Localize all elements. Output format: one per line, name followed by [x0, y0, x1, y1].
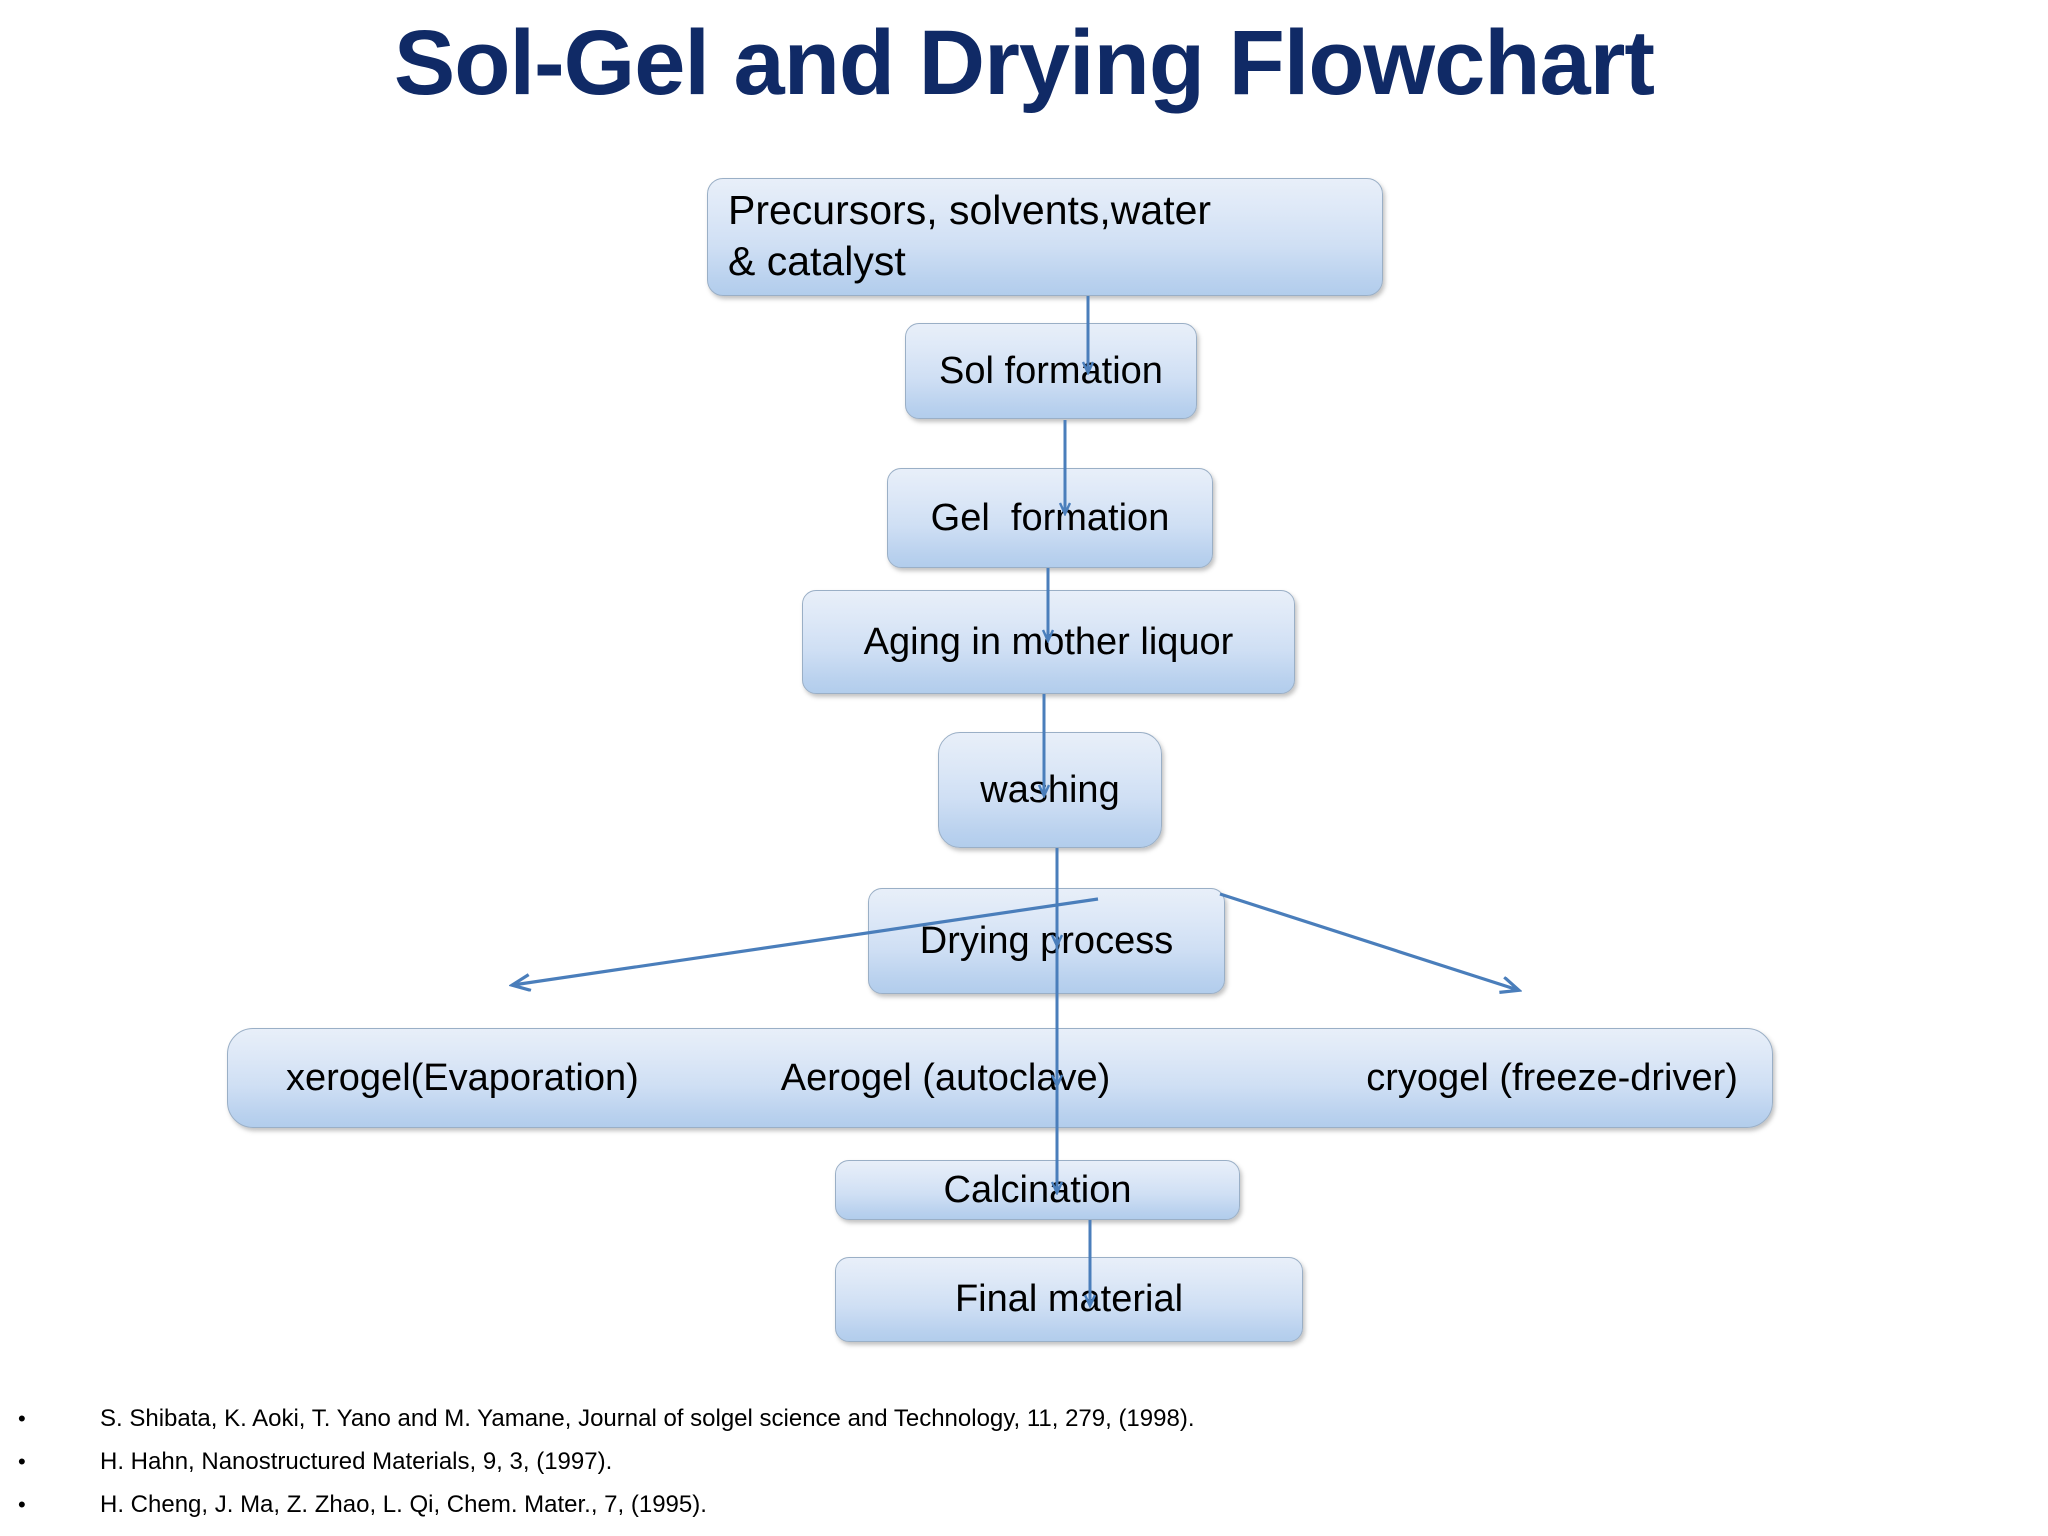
node-sol-formation[interactable]: Sol formation [905, 323, 1197, 419]
node-gel-formation-label: Gel formation [930, 496, 1170, 539]
bullet-icon: • [18, 1406, 26, 1431]
reference-item: • H. Hahn, Nanostructured Materials, 9, … [0, 1447, 2048, 1490]
node-final-material-label: Final material [954, 1278, 1184, 1321]
reference-item: • H. Cheng, J. Ma, Z. Zhao, L. Qi, Chem.… [0, 1490, 2048, 1533]
node-sol-formation-label: Sol formation [939, 349, 1163, 392]
reference-item: • S. Shibata, K. Aoki, T. Yano and M. Ya… [0, 1404, 2048, 1447]
node-precursors[interactable]: Precursors, solvents,water & catalyst [707, 178, 1383, 296]
bullet-icon: • [18, 1449, 26, 1474]
references-list: • S. Shibata, K. Aoki, T. Yano and M. Ya… [0, 1404, 2048, 1533]
node-calcination[interactable]: Calcination [835, 1160, 1240, 1220]
branch-label-aerogel: Aerogel (autoclave) [780, 1056, 1111, 1099]
reference-text: S. Shibata, K. Aoki, T. Yano and M. Yama… [100, 1405, 1195, 1432]
branch-label-cryogel: cryogel (freeze-driver) [1366, 1056, 1738, 1099]
node-precursors-line1: Precursors, solvents,water [728, 187, 1212, 233]
node-drying-process[interactable]: Drying process [868, 888, 1225, 994]
bullet-icon: • [18, 1492, 26, 1517]
node-aging-label: Aging in mother liquor [863, 620, 1234, 663]
page-title: Sol-Gel and Drying Flowchart [393, 12, 1655, 114]
node-gel-formation[interactable]: Gel formation [887, 468, 1213, 568]
node-washing-label: washing [980, 768, 1120, 811]
node-aging-in-mother-liquor[interactable]: Aging in mother liquor [802, 590, 1295, 694]
node-drying-process-label: Drying process [919, 919, 1174, 962]
branch-label-xerogel: xerogel(Evaporation) [286, 1056, 639, 1099]
node-drying-outcomes-bar[interactable]: xerogel(Evaporation) Aerogel (autoclave)… [227, 1028, 1773, 1128]
reference-text: H. Hahn, Nanostructured Materials, 9, 3,… [100, 1448, 613, 1475]
arrow-drying-to-cryogel [1219, 892, 1518, 990]
node-washing[interactable]: washing [938, 732, 1162, 848]
node-calcination-label: Calcination [943, 1168, 1132, 1211]
node-precursors-line2: & catalyst [728, 238, 906, 285]
reference-text: H. Cheng, J. Ma, Z. Zhao, L. Qi, Chem. M… [100, 1491, 707, 1518]
node-final-material[interactable]: Final material [835, 1257, 1303, 1342]
